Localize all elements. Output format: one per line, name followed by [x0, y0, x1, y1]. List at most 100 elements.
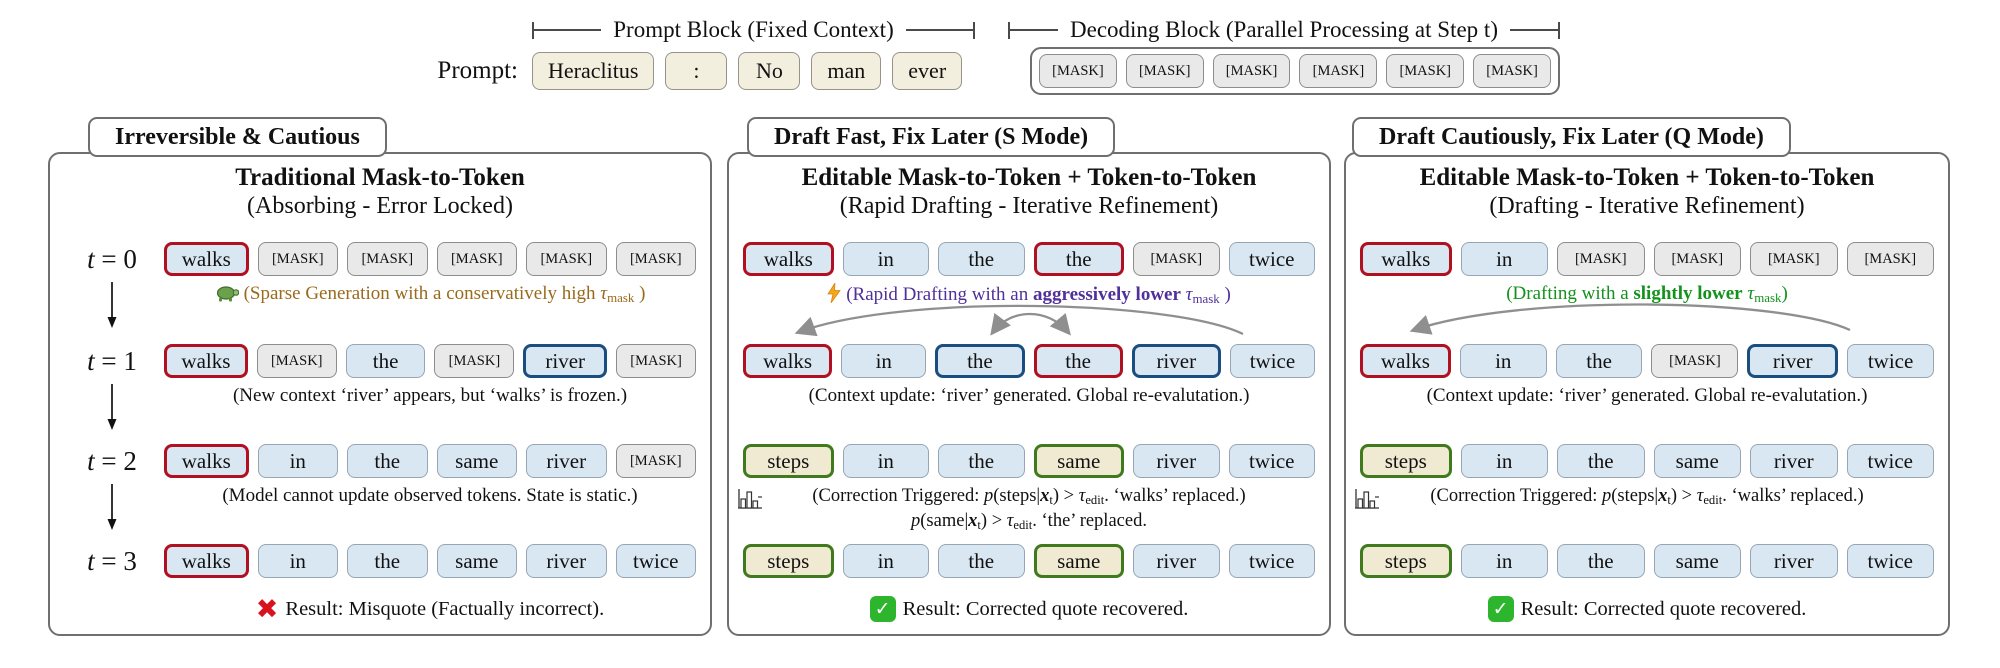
token-label: in: [289, 448, 306, 473]
token-label: in: [875, 348, 892, 373]
token-walks: walks: [164, 344, 248, 378]
token-steps: steps: [1360, 544, 1452, 578]
token-twice: twice: [1229, 344, 1316, 378]
text-segment: slightly lower: [1633, 283, 1743, 304]
caption-text: (Context update: ‘river’ generated. Glob…: [1427, 385, 1868, 406]
step-caption-line2: p(same|xt) > τedit. ‘the’ replaced.: [743, 511, 1315, 536]
token-in: in: [1460, 444, 1548, 478]
text-segment: . ‘the’ replaced.: [1032, 510, 1147, 531]
token-in: in: [842, 544, 929, 578]
token-ever: ever: [892, 52, 963, 90]
text-segment: x: [1658, 486, 1668, 506]
text-segment: (Context update: ‘river’ generated. Glob…: [808, 385, 1250, 406]
step-row-t1: t = 1 walks[MASK]the[MASK]river[MASK] (N…: [64, 344, 696, 430]
caption-text: (Sparse Generation with a conservatively…: [244, 283, 646, 305]
cross-mark-icon: ✖: [255, 594, 279, 625]
token-river: river: [1750, 544, 1838, 578]
text-segment: Result: Misquote (Factually incorrect).: [285, 598, 605, 620]
step-caption: (Rapid Drafting with an aggressively low…: [743, 283, 1315, 310]
text-segment: mask: [1754, 289, 1782, 305]
token-label: in: [877, 448, 894, 473]
token-twice: twice: [1228, 444, 1315, 478]
text-segment: (Context update: ‘river’ generated. Glob…: [1426, 385, 1868, 406]
text-segment: (Correction Triggered:: [812, 486, 984, 506]
token-label: the: [968, 448, 995, 473]
token-label: the: [1587, 448, 1614, 473]
token-label: walks: [181, 246, 231, 271]
token-label: [MASK]: [1150, 250, 1203, 267]
timestep-label-col: t = 3: [64, 544, 160, 578]
token-label: [MASK]: [448, 352, 501, 369]
text-segment: . ‘walks’ replaced.): [1722, 486, 1864, 506]
text-segment: edit: [1013, 517, 1033, 532]
token-label: :: [693, 58, 700, 83]
token-label: river: [1156, 448, 1197, 473]
token-mask: [MASK]: [1299, 54, 1378, 88]
text-segment: t: [977, 517, 981, 532]
text-segment: x: [1040, 486, 1050, 506]
token-mask: [MASK]: [1846, 242, 1934, 276]
bracket-tick: [532, 21, 534, 39]
token-label: the: [1065, 348, 1091, 373]
token-label: the: [1587, 548, 1614, 573]
token-steps: steps: [743, 544, 834, 578]
token-label: [MASK]: [1486, 62, 1538, 79]
token-mask: [MASK]: [1473, 54, 1551, 88]
token-in: in: [842, 242, 929, 276]
token-label: ever: [908, 58, 947, 83]
token-no: No: [738, 52, 801, 90]
token-label: twice: [1867, 448, 1913, 473]
token-label: river: [1772, 348, 1813, 373]
token-label: twice: [1867, 548, 1913, 573]
panel-tab-draft-cautiously-fix-later: Draft Cautiously, Fix Later (Q Mode): [1352, 117, 1791, 157]
token-label: walks: [763, 348, 813, 373]
timestep-label-col: t = 2: [64, 444, 160, 530]
decoding-token-row: [MASK][MASK][MASK][MASK][MASK][MASK]: [1039, 54, 1551, 88]
token-label: walks: [181, 548, 231, 573]
panel-editable-q-mode: Editable Mask-to-Token + Token-to-Token …: [1344, 152, 1950, 636]
token-label: twice: [1249, 348, 1296, 373]
token-label: walks: [1381, 246, 1431, 271]
token-heraclitus: Heraclitus: [532, 52, 655, 90]
text-segment: τ: [600, 283, 608, 304]
token-mask: [MASK]: [526, 242, 607, 276]
token-river: river: [526, 444, 607, 478]
text-segment: τ: [1078, 486, 1086, 506]
text-segment: = 3: [94, 546, 137, 576]
text-segment: mask: [1192, 290, 1220, 306]
token-the: the: [1557, 544, 1645, 578]
token-label: same: [1057, 548, 1101, 573]
caption-text: (Correction Triggered: p(steps|xt) > τed…: [1430, 486, 1864, 507]
panel-editable-s-mode: Editable Mask-to-Token + Token-to-Token …: [727, 152, 1331, 636]
text-segment: edit: [1703, 492, 1723, 507]
token-the: the: [1557, 444, 1645, 478]
text-segment: ): [1219, 284, 1231, 305]
token-label: river: [1773, 548, 1814, 573]
step-caption: (New context ‘river’ appears, but ‘walks…: [164, 385, 696, 407]
token-mask: [MASK]: [1750, 242, 1838, 276]
step-caption: (Drafting with a slightly lower τmask): [1360, 283, 1934, 309]
token-mask: [MASK]: [256, 344, 337, 378]
token-twice: twice: [1228, 544, 1315, 578]
token-label: steps: [767, 448, 810, 473]
caption-text: (Correction Triggered: p(steps|xt) > τed…: [812, 486, 1245, 507]
bracket-tick: [973, 21, 975, 39]
text-segment: aggressively lower: [1032, 284, 1181, 305]
token-label: [MASK]: [540, 250, 593, 267]
text-segment: Result: Corrected quote recovered.: [902, 597, 1189, 620]
text-segment: mask: [607, 289, 635, 305]
token-label: twice: [633, 548, 679, 573]
token-label: the: [968, 246, 995, 271]
caption-text: (New context ‘river’ appears, but ‘walks…: [233, 385, 627, 406]
step-caption: (Context update: ‘river’ generated. Glob…: [743, 385, 1315, 407]
token-label: in: [1496, 548, 1513, 573]
result-line: ✓ Result: Corrected quote recovered.: [1360, 596, 1934, 622]
